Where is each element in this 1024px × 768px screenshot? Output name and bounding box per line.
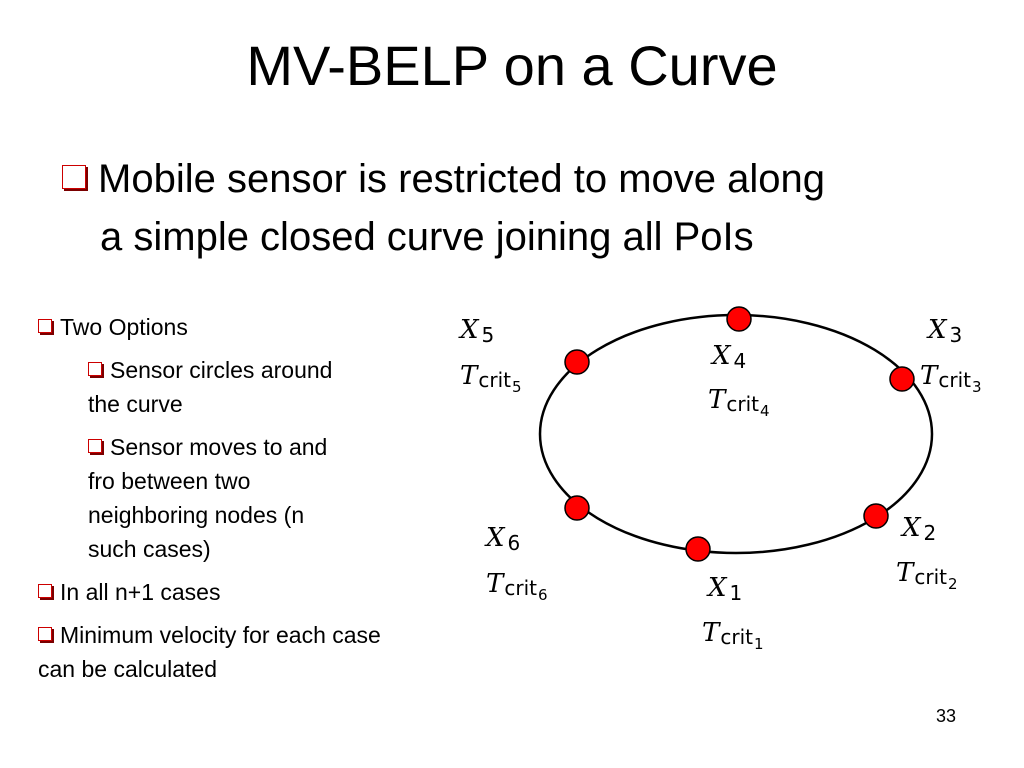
main-bullet-line1: Mobile sensor is restricted to move alon… (98, 157, 825, 201)
bullet-min-velocity: Minimum velocity for each case can be ca… (38, 622, 381, 682)
poi-label-tcrit3: Tcrit3 (920, 361, 982, 396)
poi-node-3 (889, 366, 915, 392)
poi-node-1 (685, 536, 711, 562)
poi-node-6 (564, 495, 590, 521)
bullet-two-options: Two Options (38, 310, 408, 344)
page-number: 33 (936, 706, 957, 726)
checkbox-bullet-icon (38, 626, 52, 641)
checkbox-bullet-icon (88, 438, 102, 453)
poi-node-4 (726, 306, 752, 332)
checkbox-bullet-icon (62, 165, 86, 190)
slide-title: MV-BELP on a Curve (246, 34, 778, 97)
bullet-sensor-circles: Sensor circles around the curve (88, 357, 333, 417)
side-bullet-list: Two Options Sensor circles around the cu… (38, 310, 408, 686)
poi-label-tcrit6: Tcrit6 (486, 569, 548, 604)
poi-node-5 (564, 349, 590, 375)
bullet-sensor-moves: Sensor moves to and fro between two neig… (88, 434, 328, 562)
main-bullet-line2: a simple closed curve joining all PoIs (100, 215, 754, 259)
main-bullet: Mobile sensor is restricted to move alon… (62, 150, 962, 208)
checkbox-bullet-icon (38, 583, 52, 598)
poi-label-tcrit2: Tcrit2 (896, 558, 958, 593)
checkbox-bullet-icon (88, 361, 102, 376)
poi-label-tcrit4: Tcrit4 (708, 385, 770, 420)
poi-node-2 (863, 503, 889, 529)
checkbox-bullet-icon (38, 318, 52, 333)
poi-label-tcrit1: Tcrit1 (702, 618, 764, 653)
poi-label-tcrit5: Tcrit5 (460, 361, 522, 396)
bullet-all-cases: In all n+1 cases (38, 575, 408, 609)
